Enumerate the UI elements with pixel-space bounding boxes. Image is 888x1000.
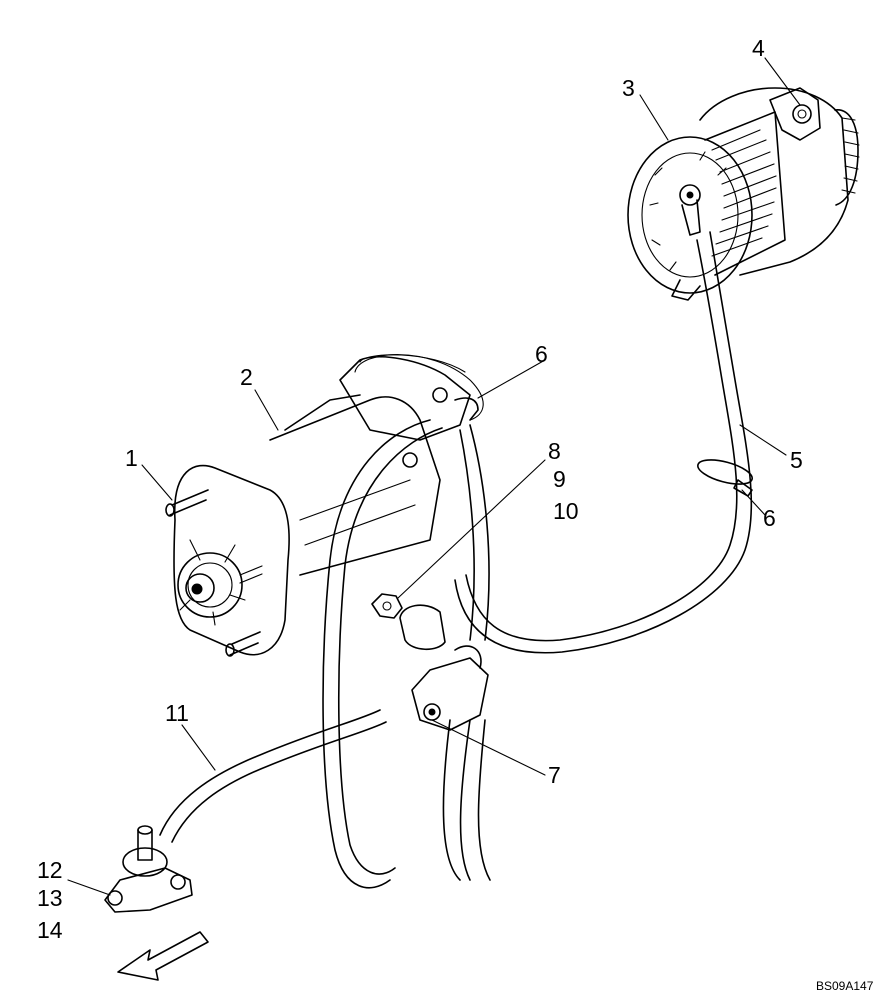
- callout-14: 14: [37, 917, 63, 943]
- cable-tie-lower: [697, 459, 753, 497]
- callout-8: 8: [548, 438, 561, 464]
- callout-2: 2: [240, 364, 253, 390]
- mounting-nut: [371, 593, 446, 651]
- callout-4: 4: [752, 35, 765, 61]
- alternator: [627, 87, 860, 301]
- cable-5: [454, 231, 753, 654]
- callout-9: 9: [553, 466, 566, 492]
- callout-6-lower: 6: [763, 505, 776, 531]
- battery-terminal: [104, 825, 193, 913]
- callout-10: 10: [553, 498, 579, 524]
- front-direction-arrow: [117, 931, 209, 981]
- callout-3: 3: [622, 75, 635, 101]
- cable-11: [159, 709, 387, 843]
- callout-5: 5: [790, 447, 803, 473]
- callout-7: 7: [548, 762, 561, 788]
- starter-cables: [322, 419, 491, 889]
- clamp: [411, 645, 489, 731]
- callout-11: 11: [165, 700, 189, 726]
- callout-6-upper: 6: [535, 341, 548, 367]
- callout-13: 13: [37, 885, 63, 911]
- leader-lines: [67, 57, 801, 896]
- drawing-id: BS09A147: [816, 979, 874, 993]
- callout-12: 12: [37, 857, 63, 883]
- callout-1: 1: [125, 445, 138, 471]
- starter-motor: [165, 354, 484, 657]
